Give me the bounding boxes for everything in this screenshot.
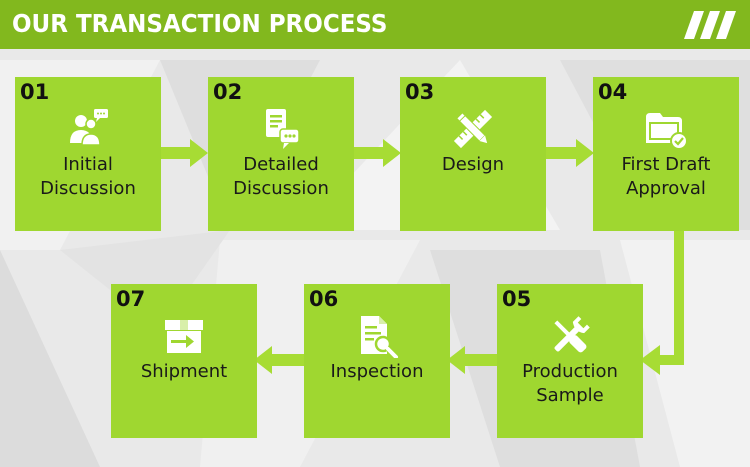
- step-01-box: 01 Initial Discussion: [15, 77, 161, 231]
- step-label: Production Sample: [522, 361, 618, 406]
- step-number: 05: [502, 287, 532, 311]
- step-07-box: 07 Shipment: [111, 284, 257, 438]
- arrow-02-to-03: [351, 139, 401, 167]
- step-label: Detailed Discussion: [233, 154, 329, 199]
- box-arrow-icon: [165, 320, 203, 353]
- step-label: Design: [441, 154, 505, 175]
- step-03-box: 03 Design: [400, 77, 546, 231]
- page-title: OUR TRANSACTION PROCESS: [12, 9, 388, 38]
- arrow-05-to-06: [447, 346, 499, 374]
- step-number: 03: [405, 80, 435, 104]
- users-chat-icon: [70, 109, 108, 146]
- step-label: Inspection: [330, 361, 424, 382]
- folder-check-icon: [646, 113, 688, 150]
- step-number: 01: [20, 80, 50, 104]
- header-bar: OUR TRANSACTION PROCESS: [0, 0, 750, 49]
- step-label: First Draft Approval: [621, 154, 711, 199]
- step-label: Shipment: [140, 361, 228, 382]
- arrow-06-to-07: [254, 346, 306, 374]
- wrench-screwdriver-icon: [554, 316, 590, 353]
- arrow-01-to-02: [158, 139, 208, 167]
- arrow-04-to-05: [640, 229, 684, 375]
- step-number: 02: [213, 80, 243, 104]
- arrow-03-to-04: [544, 139, 594, 167]
- triple-slash-icon: [684, 11, 736, 39]
- step-05-box: 05 Production Sample: [497, 284, 643, 438]
- step-number: 04: [598, 80, 628, 104]
- document-chat-icon: [266, 109, 300, 149]
- step-number: 07: [116, 287, 146, 311]
- step-label: Initial Discussion: [40, 154, 136, 199]
- step-04-box: 04 First Draft Approval: [593, 77, 739, 231]
- document-search-icon: [361, 316, 398, 358]
- step-02-box: 02 Detailed Discussion: [208, 77, 354, 231]
- step-06-box: 06 Inspection: [304, 284, 450, 438]
- pencil-ruler-icon: [453, 109, 493, 149]
- step-number: 06: [309, 287, 339, 311]
